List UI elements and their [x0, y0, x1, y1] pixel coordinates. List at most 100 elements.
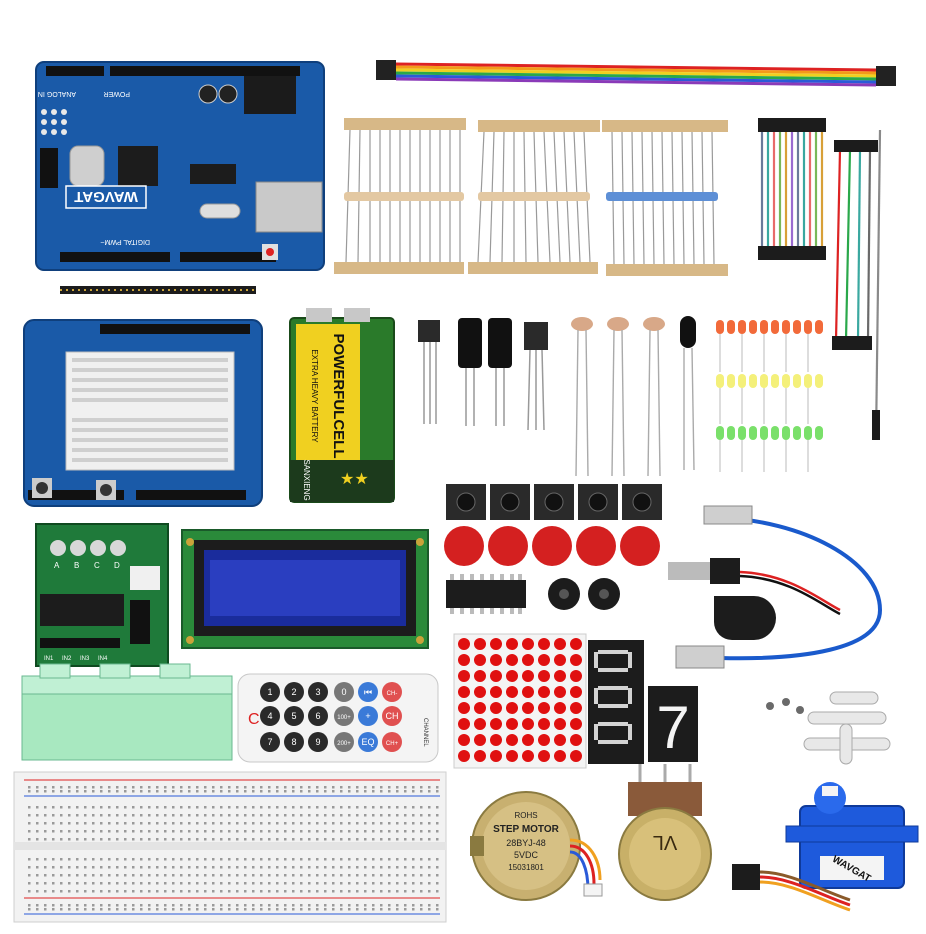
matrix-led [474, 638, 486, 650]
battery-brand-label: POWERFULCELL [330, 334, 347, 459]
matrix-led [474, 702, 486, 714]
battery-maker-label: SANXIENG [302, 459, 311, 500]
matrix-led [538, 702, 550, 714]
remote-button [260, 706, 280, 726]
matrix-led [506, 686, 518, 698]
remote-button [308, 682, 328, 702]
leds-yellow [716, 374, 823, 388]
matrix-led [490, 750, 502, 762]
photoresistors [571, 317, 665, 477]
dupont-ribbon-cable [376, 60, 896, 87]
arduino-board: WAVGAT ICSP DIGITAL PWM~ POWER ANALOG IN [29, 61, 325, 271]
matrix-led [570, 638, 582, 650]
board-brand-label: WAVGAT [74, 188, 138, 205]
remote-button [260, 732, 280, 752]
driver-pin-label-3: IN3 [80, 656, 90, 662]
matrix-led [570, 702, 582, 714]
matrix-led [522, 654, 534, 666]
servo-screws [766, 698, 804, 714]
remote-button-label: 200+ [337, 741, 351, 747]
matrix-led [474, 750, 486, 762]
remote-button [308, 732, 328, 752]
matrix-led [506, 654, 518, 666]
matrix-led [554, 718, 566, 730]
matrix-led [490, 670, 502, 682]
remote-button [358, 706, 378, 726]
matrix-led [554, 702, 566, 714]
matrix-led [570, 718, 582, 730]
remote-button [284, 682, 304, 702]
tact-buttons [446, 484, 662, 520]
lcd-1602-module [181, 529, 429, 649]
breadboard [13, 771, 447, 923]
remote-button-label: 100+ [337, 715, 351, 721]
matrix-led [522, 686, 534, 698]
motor-title-label: STEP MOTOR [493, 824, 560, 835]
component-box [21, 663, 233, 761]
dc-power-plug [668, 558, 841, 616]
board-digital-label: DIGITAL PWM~ [100, 238, 150, 245]
remote-button [334, 682, 354, 702]
matrix-led [538, 638, 550, 650]
remote-button-label: 1 [267, 687, 272, 697]
remote-button-label: 7 [267, 737, 272, 747]
driver-led-label-d: D [114, 561, 120, 570]
matrix-led [522, 750, 534, 762]
motor-model-label: 28BYJ-48 [506, 838, 546, 848]
potentiometer-label: VL [653, 831, 677, 853]
ir-receiver [418, 320, 440, 424]
matrix-led [538, 734, 550, 746]
jumper-wires [758, 118, 882, 441]
matrix-led [570, 670, 582, 682]
matrix-led [554, 686, 566, 698]
matrix-led [490, 686, 502, 698]
battery-subtitle-label: EXTRA HEAVY BATTERY [310, 349, 319, 443]
remote-button-label: 5 [291, 711, 296, 721]
matrix-led [554, 734, 566, 746]
9v-battery: POWERFULCELL EXTRA HEAVY BATTERY SANXIEN… [289, 308, 395, 503]
leds-red [716, 320, 823, 334]
battery-star-icon: ★★ [340, 471, 369, 488]
resistor-strips [334, 118, 728, 276]
remote-button [260, 682, 280, 702]
remote-button-label: 9 [315, 737, 320, 747]
remote-button [284, 732, 304, 752]
stepper-driver-board: A B C D IN1 IN2 IN3 IN4 [35, 523, 169, 667]
matrix-led [474, 734, 486, 746]
usb-cable [675, 505, 883, 669]
remote-button-label: 8 [291, 737, 296, 747]
driver-led-label-c: C [94, 561, 100, 570]
matrix-led [490, 734, 502, 746]
remote-button [382, 682, 402, 702]
matrix-led [522, 670, 534, 682]
transistor [524, 322, 548, 431]
matrix-led [490, 638, 502, 650]
led-matrix-8x8 [453, 633, 587, 769]
remote-logo-icon: C [248, 711, 260, 728]
remote-button-label: 3 [315, 687, 320, 697]
matrix-led [506, 670, 518, 682]
matrix-led [522, 718, 534, 730]
servo-horns [803, 691, 891, 765]
remote-button-label: CH+ [386, 741, 399, 747]
matrix-led [522, 638, 534, 650]
driver-pin-label-4: IN4 [98, 656, 108, 662]
motor-voltage-label: 5VDC [514, 850, 539, 860]
potentiometer: VL [618, 764, 712, 901]
matrix-led [522, 734, 534, 746]
matrix-led [458, 702, 470, 714]
matrix-led [554, 654, 566, 666]
remote-button [382, 706, 402, 726]
matrix-led [554, 750, 566, 762]
matrix-led [570, 686, 582, 698]
board-icsp-label: ICSP [29, 155, 36, 172]
remote-button-label: + [365, 711, 370, 721]
matrix-led [490, 654, 502, 666]
matrix-led [458, 750, 470, 762]
matrix-led [506, 750, 518, 762]
remote-button-label: 2 [291, 687, 296, 697]
driver-pin-label-2: IN2 [62, 656, 72, 662]
matrix-led [570, 750, 582, 762]
matrix-led [458, 670, 470, 682]
